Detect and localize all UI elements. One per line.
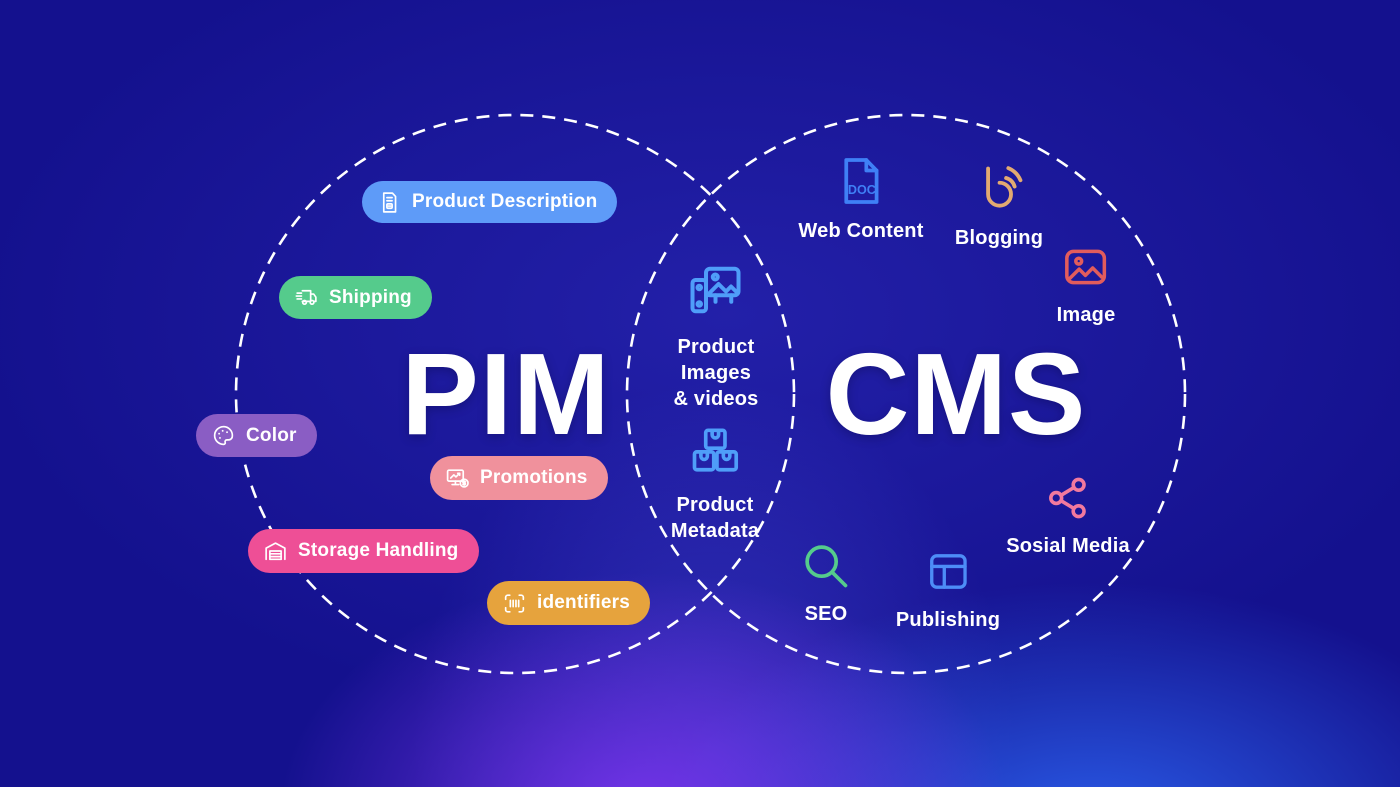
warehouse-icon bbox=[263, 539, 288, 564]
cms-item-label: Web Content bbox=[798, 220, 924, 242]
cms-item-label: Image bbox=[1056, 304, 1116, 326]
cms-item-label: Publishing bbox=[895, 609, 1001, 631]
pim-item-storage-handling: Storage Handling bbox=[248, 529, 479, 573]
layout-icon bbox=[925, 548, 972, 595]
cms-item-sosial-media: Sosial Media bbox=[1006, 474, 1130, 559]
cms-item-label: SEO bbox=[804, 603, 848, 625]
cms-circle bbox=[625, 113, 1187, 675]
pim-item-label: Storage Handling bbox=[298, 540, 459, 561]
document-icon bbox=[377, 190, 402, 215]
pim-item-product-description: Product Description bbox=[362, 181, 618, 223]
cms-item-web-content: DOC Web Content bbox=[798, 153, 923, 244]
doc-file-icon: DOC bbox=[833, 153, 889, 209]
overlap-item-label: Product Images & videos bbox=[673, 336, 759, 410]
magnifier-icon bbox=[800, 540, 852, 592]
cms-title: CMS bbox=[825, 329, 1087, 459]
pim-item-color: Color bbox=[196, 414, 317, 457]
pim-item-label: Color bbox=[246, 424, 297, 446]
cms-item-image: Image bbox=[1057, 242, 1116, 328]
product-images-icon bbox=[686, 260, 746, 320]
blog-signal-icon bbox=[972, 160, 1026, 214]
barcode-icon bbox=[502, 591, 527, 616]
share-icon bbox=[1044, 474, 1092, 522]
image-icon bbox=[1061, 242, 1111, 292]
overlap-item-product-images: Product Images & videos bbox=[674, 260, 759, 412]
cms-item-label: Blogging bbox=[954, 227, 1044, 249]
pim-item-identifiers: identifiers bbox=[487, 581, 650, 625]
svg-text:DOC: DOC bbox=[847, 183, 875, 197]
promotion-chart-icon bbox=[445, 466, 470, 491]
pim-item-label: Product Description bbox=[412, 191, 598, 212]
pim-circle bbox=[234, 113, 796, 675]
pim-item-promotions: Promotions bbox=[430, 456, 608, 500]
truck-icon bbox=[294, 285, 319, 310]
pim-item-shipping: Shipping bbox=[279, 276, 432, 319]
cms-item-seo: SEO bbox=[800, 540, 852, 627]
pim-title: PIM bbox=[401, 329, 611, 459]
product-boxes-icon bbox=[687, 423, 742, 478]
cms-item-label: Sosial Media bbox=[1006, 535, 1130, 557]
pim-item-label: Shipping bbox=[329, 286, 412, 308]
overlap-item-product-metadata: Product Metadata bbox=[671, 423, 759, 544]
palette-icon bbox=[211, 423, 236, 448]
overlap-item-label: Product Metadata bbox=[670, 494, 760, 542]
cms-item-publishing: Publishing bbox=[896, 548, 1000, 633]
pim-item-label: identifiers bbox=[537, 592, 630, 613]
pim-item-label: Promotions bbox=[480, 467, 588, 488]
cms-item-blogging: Blogging bbox=[955, 160, 1043, 251]
